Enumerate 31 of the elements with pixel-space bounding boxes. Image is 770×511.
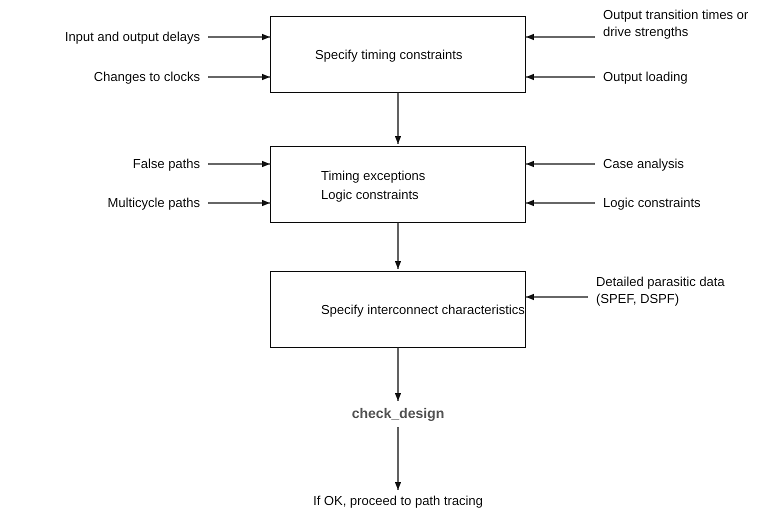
input-label: Output transition times or drive strengths [603, 6, 768, 44]
arrow [208, 34, 270, 40]
result-label: If OK, proceed to path tracing [250, 492, 546, 510]
arrow [526, 34, 595, 40]
arrow [394, 93, 402, 144]
arrow [394, 348, 402, 401]
process-box [270, 16, 526, 93]
input-label: False paths [20, 155, 200, 173]
command-label: check_design [320, 403, 476, 423]
box-text: Specify interconnect characteristics [321, 301, 525, 319]
arrow [208, 74, 270, 80]
arrow [526, 294, 588, 300]
input-label: Changes to clocks [20, 68, 200, 86]
input-label: Detailed parasitic data (SPEF, DSPF) [596, 273, 768, 311]
arrow [526, 160, 595, 168]
input-label: Input and output delays [20, 28, 200, 46]
input-label: Logic constraints [603, 194, 763, 212]
process-box [270, 271, 526, 348]
input-label: Output loading [603, 68, 763, 86]
process-box [270, 146, 526, 223]
box-text: Specify timing constraints [315, 46, 462, 64]
arrow [394, 427, 402, 490]
arrow [526, 200, 595, 206]
arrow [208, 200, 270, 206]
box-text: Timing exceptions [321, 166, 426, 184]
input-label: Case analysis [603, 155, 763, 173]
box-text: Logic constraints [321, 186, 419, 204]
arrow [526, 74, 595, 80]
arrow [394, 223, 402, 269]
arrow [208, 160, 270, 168]
input-label: Multicycle paths [20, 194, 200, 212]
